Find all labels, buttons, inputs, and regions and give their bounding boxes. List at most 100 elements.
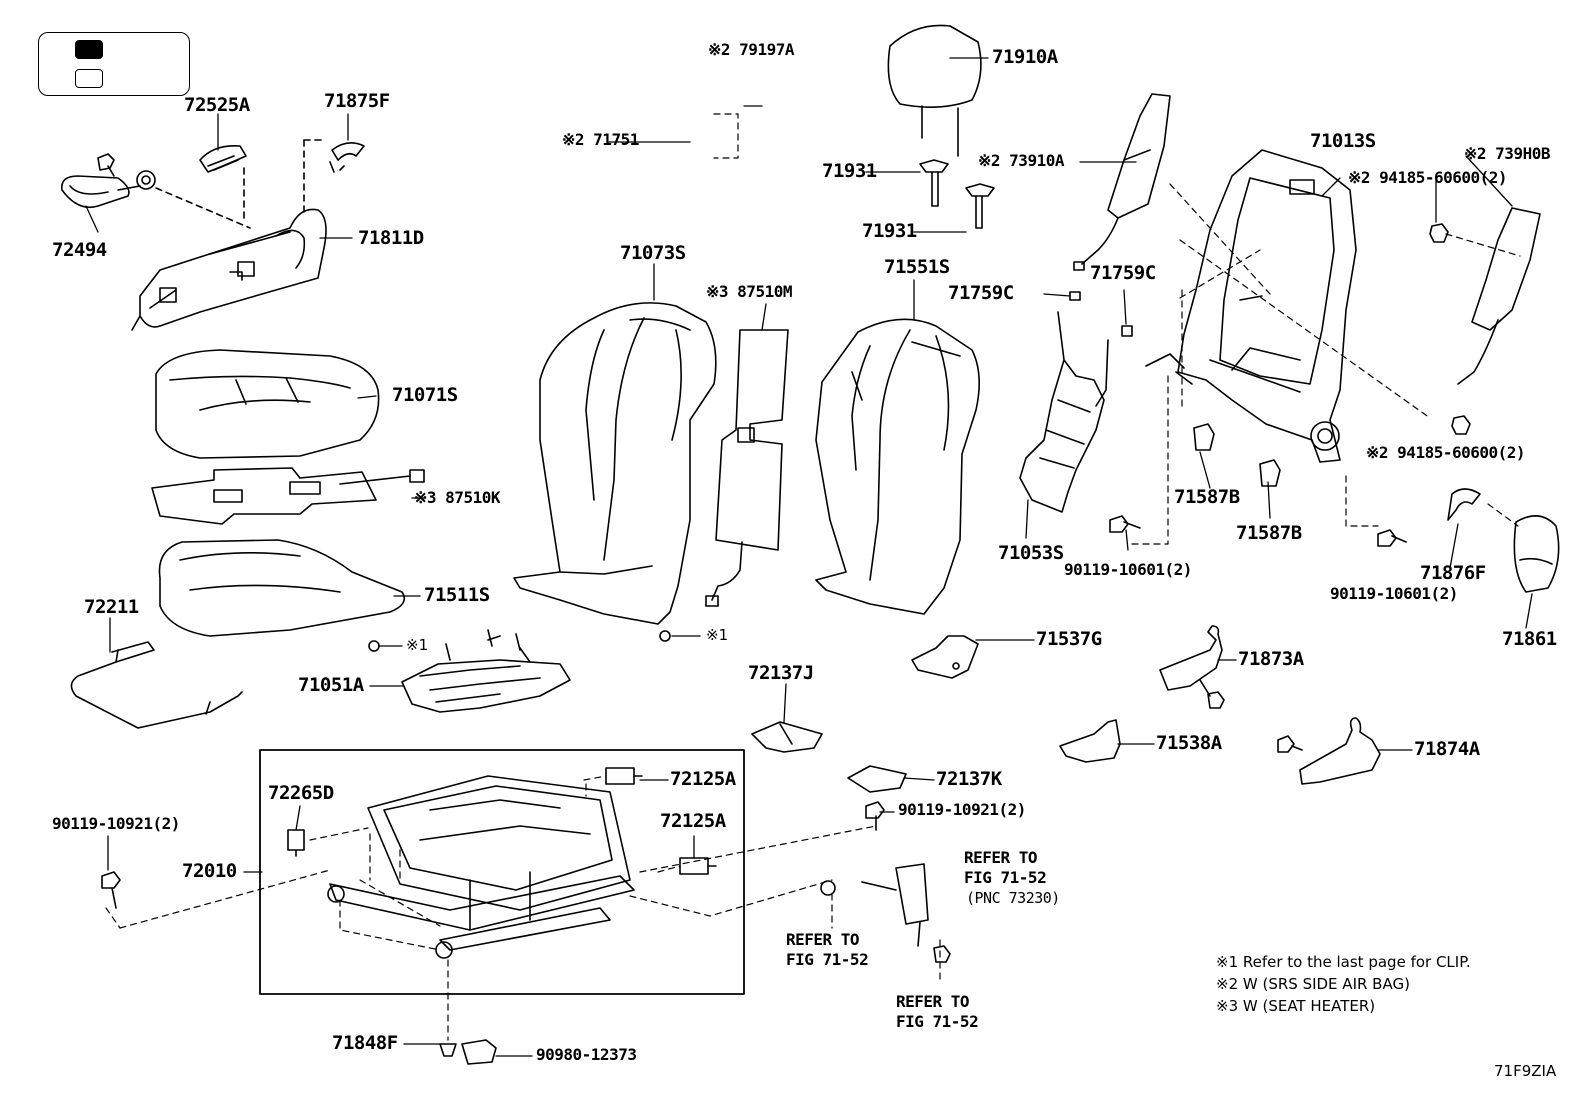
label-72010: 72010 xyxy=(182,860,237,882)
label-clip-note-a: ※1 xyxy=(406,636,429,654)
leader-lines xyxy=(85,57,1533,1057)
clip-71759C-b xyxy=(1121,325,1133,337)
label-72265D: 72265D xyxy=(268,782,334,804)
label-72125A-a: 72125A xyxy=(670,768,736,790)
connector-72125A-a xyxy=(605,767,643,785)
legend-box xyxy=(38,32,190,96)
label-90119-10921-left: 90119-10921(2) xyxy=(52,814,180,833)
seat-back-cover-71073S xyxy=(513,302,717,625)
label-71861: 71861 xyxy=(1502,628,1557,650)
clip-72265D xyxy=(287,829,305,857)
bolt-90119-b xyxy=(1377,529,1407,547)
label-87510M: ※3 87510M xyxy=(706,282,792,301)
label-71587B-b: 71587B xyxy=(1236,522,1302,544)
label-94185-b: ※2 94185-60600(2) xyxy=(1366,443,1526,462)
footnote-2: ※2 W (SRS SIDE AIR BAG) xyxy=(1216,975,1410,993)
clip-icon xyxy=(659,630,671,642)
headrest-guide-71931-b xyxy=(965,183,995,229)
label-71538A: 71538A xyxy=(1156,732,1222,754)
headrest-71910A xyxy=(887,24,982,157)
seat-back-heater-87510M xyxy=(705,329,789,607)
legend-swatch-empty xyxy=(75,69,103,88)
cover-71876F xyxy=(1447,488,1481,521)
armrest-cover-72494 xyxy=(61,170,156,209)
figure-id: 71F9ZIA xyxy=(1494,1062,1557,1080)
seat-wire-72211 xyxy=(70,641,243,729)
label-71587B-a: 71587B xyxy=(1174,486,1240,508)
label-72494: 72494 xyxy=(52,239,107,261)
clip-71759C-a xyxy=(1069,291,1081,301)
cover-71874A xyxy=(1277,717,1381,785)
label-71910A: 71910A xyxy=(992,46,1058,68)
label-71874A: 71874A xyxy=(1414,738,1480,760)
nut-94185-b xyxy=(1451,415,1471,435)
label-72137J: 72137J xyxy=(748,662,814,684)
footnote-3: ※3 W (SEAT HEATER) xyxy=(1216,997,1376,1015)
cover-71873A xyxy=(1159,625,1225,709)
label-72211: 72211 xyxy=(84,596,139,618)
dashed-guide-lines xyxy=(105,113,1521,1041)
hinge-71587B-a xyxy=(1193,423,1215,451)
label-71053S: 71053S xyxy=(998,542,1064,564)
label-71013S: 71013S xyxy=(1310,130,1376,152)
refer-label-3-line2: FIG 71-52 xyxy=(896,1012,979,1031)
label-71071S: 71071S xyxy=(392,384,458,406)
legend-swatch-filled xyxy=(75,40,103,59)
label-87510K: ※3 87510K xyxy=(414,488,500,507)
label-90119-10601-b: 90119-10601(2) xyxy=(1330,584,1458,603)
guide-lines xyxy=(155,139,325,229)
label-71537G: 71537G xyxy=(1036,628,1102,650)
refer-label-2-line1: REFER TO xyxy=(786,930,860,949)
headrest-guide-71931-a xyxy=(919,159,949,207)
hinge-71587B-b xyxy=(1259,459,1281,487)
seat-cushion-pad-71511S xyxy=(158,539,406,637)
footnote-1: ※1 Refer to the last page for CLIP. xyxy=(1216,953,1471,971)
label-739H0B: ※2 739H0B xyxy=(1464,144,1550,163)
cover-71537G xyxy=(911,635,979,679)
side-airbag-73910A xyxy=(1073,93,1171,271)
bolt-71848F xyxy=(439,1043,457,1057)
seat-adjuster-72010 xyxy=(327,775,635,959)
bolt-90119-10921-left xyxy=(101,871,121,909)
label-clip-note-b: ※1 xyxy=(706,626,729,644)
label-71873A: 71873A xyxy=(1238,648,1304,670)
label-94185-a: ※2 94185-60600(2) xyxy=(1348,168,1508,187)
label-90980-12373: 90980-12373 xyxy=(536,1045,637,1064)
label-79197A: ※2 79197A xyxy=(708,40,794,59)
seat-back-frame-71013S xyxy=(1145,149,1357,463)
label-71876F: 71876F xyxy=(1420,562,1486,584)
label-71931-b: 71931 xyxy=(862,220,917,242)
label-71051A: 71051A xyxy=(298,674,364,696)
label-71751: ※2 71751 xyxy=(562,130,639,149)
screw-icon xyxy=(97,153,115,177)
bolt-90119-a xyxy=(1109,515,1141,533)
seat-side-shield-71811D xyxy=(131,208,327,331)
label-72137K: 72137K xyxy=(936,768,1002,790)
clip-icon xyxy=(368,640,380,652)
cover-71875F xyxy=(329,142,365,173)
knob-71861 xyxy=(1513,515,1560,593)
label-71511S: 71511S xyxy=(424,584,490,606)
label-72125A-b: 72125A xyxy=(660,810,726,832)
refer-label-2-line2: FIG 71-52 xyxy=(786,950,869,969)
label-71759C-b: 71759C xyxy=(1090,262,1156,284)
label-71811D: 71811D xyxy=(358,227,424,249)
armrest-cover-72525A xyxy=(199,144,247,173)
label-71875F: 71875F xyxy=(324,90,390,112)
label-71759C-a: 71759C xyxy=(948,282,1014,304)
cover-72137K xyxy=(847,765,907,793)
label-72525A: 72525A xyxy=(184,94,250,116)
label-90119-10601-a: 90119-10601(2) xyxy=(1064,560,1192,579)
side-airbag-739H0B xyxy=(1457,207,1541,385)
seat-cushion-cover-71071S xyxy=(155,349,380,459)
label-71551S: 71551S xyxy=(884,256,950,278)
seat-heater-87510K xyxy=(151,467,425,525)
refer-label-3-line1: REFER TO xyxy=(896,992,970,1011)
cover-71538A xyxy=(1059,719,1121,763)
nut-94185-a xyxy=(1429,223,1449,243)
seatbelt-buckle xyxy=(820,863,951,963)
refer-label-1-line1: REFER TO xyxy=(964,848,1038,867)
cap-90980-12373 xyxy=(461,1039,497,1065)
